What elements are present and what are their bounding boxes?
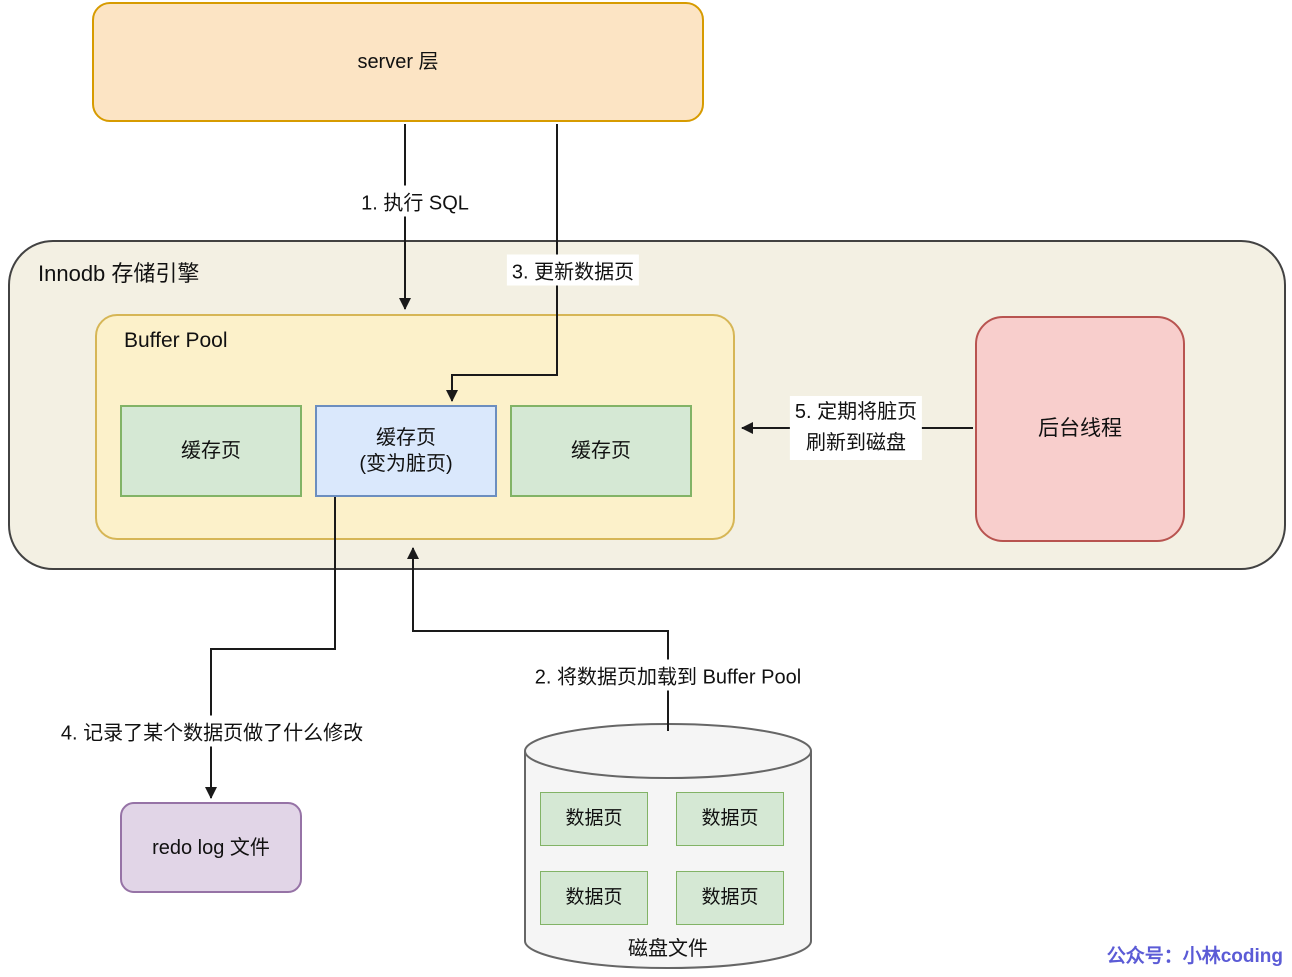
data-page-box: 数据页 [540, 792, 648, 846]
arrow-step2-load-page [407, 547, 669, 731]
redo-log-box: redo log 文件 [120, 802, 302, 893]
data-page-label: 数据页 [565, 807, 623, 829]
cache-page-label: 缓存页 [181, 440, 241, 462]
redo-log-label: redo log 文件 [152, 836, 270, 859]
dirty-page-label: 缓存页 [376, 427, 436, 449]
cache-page-box: 缓存页 [120, 405, 302, 497]
step4-label: 4. 记录了某个数据页做了什么修改 [55, 715, 369, 747]
data-page-label: 数据页 [701, 807, 759, 829]
cache-page-box: 缓存页 [510, 405, 692, 497]
data-page-box: 数据页 [540, 871, 648, 925]
disk-file-label: 磁盘文件 [628, 938, 708, 960]
dirty-page-box: 缓存页 (变为脏页) [315, 405, 497, 497]
step5-label: 5. 定期将脏页 刷新到磁盘 [789, 396, 923, 460]
step2-label: 2. 将数据页加载到 Buffer Pool [529, 659, 807, 691]
background-thread-label: 后台线程 [1038, 417, 1122, 441]
step5-label-line1: 5. 定期将脏页 [794, 401, 918, 423]
step3-label: 3. 更新数据页 [506, 254, 640, 286]
data-page-box: 数据页 [676, 871, 784, 925]
dirty-page-sublabel: (变为脏页) [359, 453, 453, 475]
watermark-text: 公众号：小林coding [1106, 946, 1283, 967]
data-page-box: 数据页 [676, 792, 784, 846]
data-page-label: 数据页 [565, 886, 623, 908]
step1-label: 1. 执行 SQL [356, 185, 474, 217]
disk-cylinder-top [524, 723, 812, 779]
server-layer-box: server 层 [92, 2, 704, 122]
buffer-pool-title: Buffer Pool [124, 329, 228, 352]
data-page-label: 数据页 [701, 886, 759, 908]
innodb-engine-title: Innodb 存储引擎 [38, 261, 200, 286]
background-thread-box: 后台线程 [975, 316, 1185, 542]
server-layer-label: server 层 [357, 51, 439, 73]
cache-page-label: 缓存页 [571, 440, 631, 462]
step5-label-line2: 刷新到磁盘 [806, 432, 906, 454]
